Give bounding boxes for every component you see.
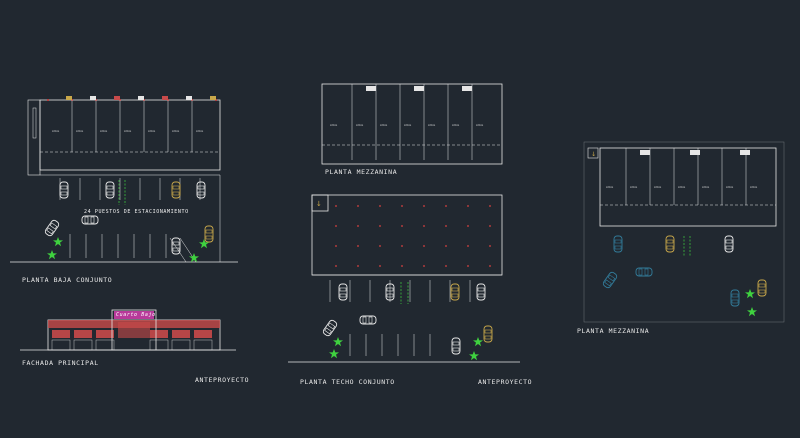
svg-text:LOCAL: LOCAL [702, 186, 710, 189]
roof-grid-dot [489, 245, 491, 247]
svg-text:LOCAL: LOCAL [76, 130, 84, 133]
roof-grid-dot [357, 265, 359, 267]
roof-grid-dot [423, 245, 425, 247]
mezzanine-right-title: PLANTA MEZZANINA [577, 327, 650, 335]
roof-grid-dot [379, 225, 381, 227]
svg-text:LOCAL: LOCAL [356, 124, 364, 127]
svg-text:LOCAL: LOCAL [476, 124, 484, 127]
roof-grid-dot [357, 245, 359, 247]
ground-floor-title: PLANTA BAJA CONJUNTO [22, 276, 113, 284]
svg-text:LOCAL: LOCAL [678, 186, 686, 189]
svg-text:LOCAL: LOCAL [750, 186, 758, 189]
roof-grid-dot [423, 225, 425, 227]
svg-text:LOCAL: LOCAL [654, 186, 662, 189]
mezzanine-center-title: PLANTA MEZZANINA [325, 168, 398, 176]
roof-grid-dot [357, 205, 359, 207]
mezzanine-plan-center: LOCAL LOCAL LOCAL LOCAL LOCAL LOCAL LOCAL [321, 83, 503, 165]
roof-grid-dot [379, 205, 381, 207]
parking-count-note: 24 PUESTOS DE ESTACIONAMIENTO [84, 209, 189, 215]
svg-text:LOCAL: LOCAL [404, 124, 412, 127]
svg-text:↓: ↓ [591, 151, 596, 158]
svg-text:LOCAL: LOCAL [452, 124, 460, 127]
svg-text:LOCAL: LOCAL [124, 130, 132, 133]
roof-grid-dot [335, 225, 337, 227]
roof-grid-dot [467, 205, 469, 207]
roof-grid-dot [467, 245, 469, 247]
stamp-right: ANTEPROYECTO [478, 378, 533, 386]
svg-text:LOCAL: LOCAL [726, 186, 734, 189]
facade-title: FACHADA PRINCIPAL [22, 359, 99, 367]
roof-grid-dot [489, 265, 491, 267]
roof-grid-dot [445, 225, 447, 227]
roof-grid-dot [357, 225, 359, 227]
roof-grid-dot [445, 245, 447, 247]
roof-grid-dot [445, 265, 447, 267]
roof-grid-dot [423, 265, 425, 267]
facade-sign-text: Cuarto Bajo [116, 312, 156, 318]
svg-text:LOCAL: LOCAL [52, 130, 60, 133]
roof-grid-dot [401, 225, 403, 227]
svg-text:LOCAL: LOCAL [630, 186, 638, 189]
mezzanine-plan-right: ↓ LOCAL LOCAL LOCAL LOCAL LOCAL LOCAL LOCAL [583, 141, 785, 323]
roof-plan: ↓ [288, 194, 520, 363]
svg-text:LOCAL: LOCAL [428, 124, 436, 127]
roof-grid-dot [401, 245, 403, 247]
svg-text:LOCAL: LOCAL [380, 124, 388, 127]
roof-plan-title: PLANTA TECHO CONJUNTO [300, 378, 395, 386]
roof-grid-dot [335, 245, 337, 247]
roof-grid-dot [489, 205, 491, 207]
roof-grid-dot [423, 205, 425, 207]
roof-grid-dot [379, 245, 381, 247]
roof-grid-dot [401, 265, 403, 267]
roof-grid-dot [401, 205, 403, 207]
svg-text:LOCAL: LOCAL [148, 130, 156, 133]
roof-grid-dot [445, 205, 447, 207]
roof-grid-dot [467, 265, 469, 267]
svg-text:LOCAL: LOCAL [100, 130, 108, 133]
roof-grid-dot [379, 265, 381, 267]
roof-grid-dot [489, 225, 491, 227]
svg-text:↓: ↓ [316, 200, 322, 208]
roof-grid-dot [335, 205, 337, 207]
stamp-left: ANTEPROYECTO [195, 376, 250, 384]
main-facade-elevation [20, 309, 236, 351]
svg-text:LOCAL: LOCAL [330, 124, 338, 127]
svg-text:LOCAL: LOCAL [172, 130, 180, 133]
svg-text:LOCAL: LOCAL [606, 186, 614, 189]
svg-text:LOCAL: LOCAL [196, 130, 204, 133]
roof-grid-dot [335, 265, 337, 267]
roof-grid-dot [467, 225, 469, 227]
ground-floor-plan: LOCAL LOCAL LOCAL LOCAL LOCAL LOCAL LOCAL [10, 96, 238, 263]
